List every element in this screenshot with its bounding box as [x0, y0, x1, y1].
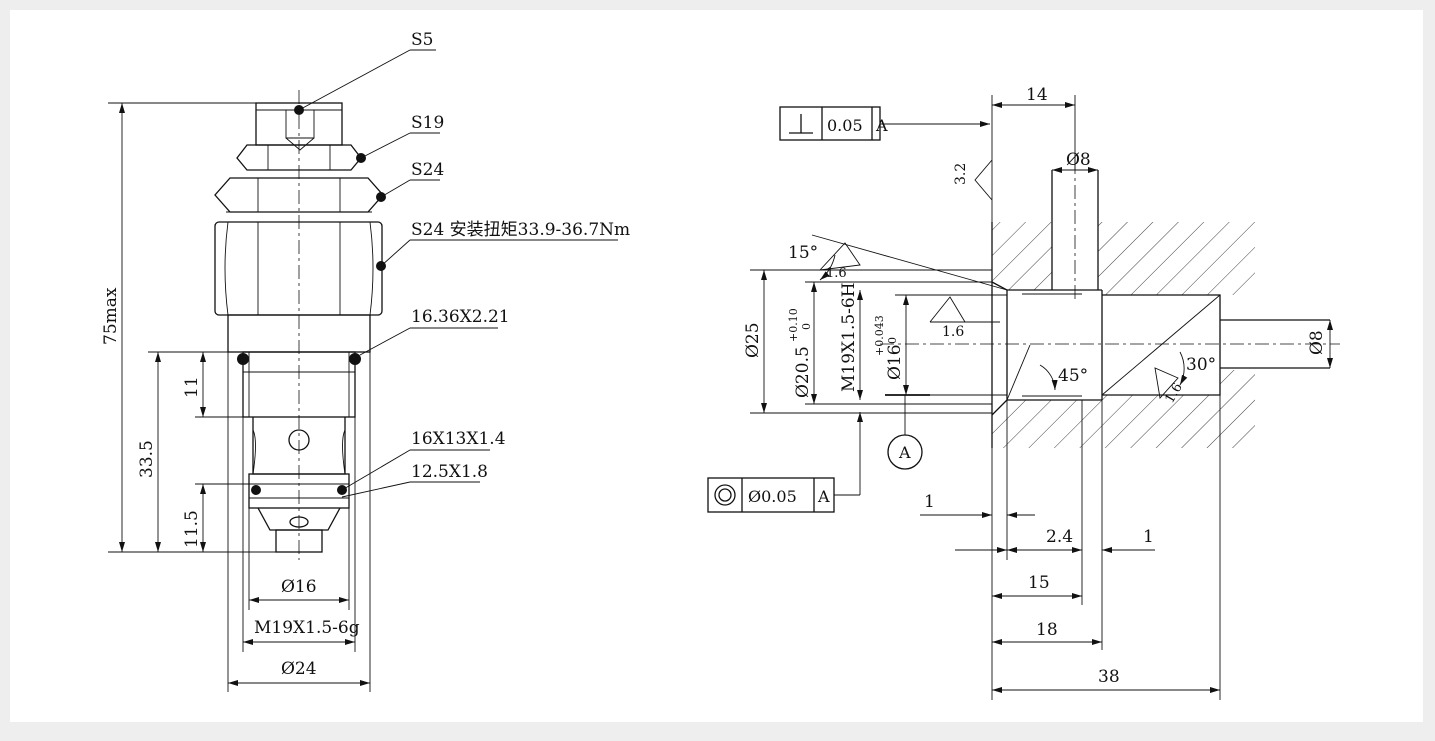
dim-14: 14	[1026, 85, 1048, 105]
callout-oring-16x13: 16X13X1.4	[411, 429, 506, 449]
callout-s5: S5	[411, 30, 433, 50]
tol-16-upper: +0.043	[873, 315, 886, 356]
valve-dimensions: 75max 33.5 11 11.5 Ø16 M19X1.5-6g Ø24	[101, 102, 371, 692]
dim-75max: 75max	[101, 287, 121, 345]
dim-15: 15	[1028, 573, 1050, 593]
dim-dia25: Ø25	[743, 322, 763, 358]
cavity-section	[880, 160, 1340, 448]
datum-a-label: A	[898, 443, 911, 462]
dim-dia8-top: Ø8	[1066, 150, 1091, 170]
roughness-3-2: 3.2	[953, 163, 969, 185]
dim-dia24: Ø24	[281, 659, 317, 679]
dim-thread-6h: M19X1.5-6H	[839, 282, 859, 392]
callout-s24-locknut: S24	[411, 160, 444, 180]
dim-38: 38	[1098, 667, 1120, 687]
dim-2-4: 2.4	[1046, 527, 1073, 547]
roughness-bore: 1.6	[942, 324, 964, 340]
datum-a-bubble	[887, 434, 923, 470]
fcf-perpendicularity	[779, 106, 881, 141]
tol-20-5-lower: 0	[800, 323, 813, 330]
fcf-conc-datum: A	[817, 487, 830, 506]
dim-11: 11	[182, 376, 202, 398]
dim-1-right: 1	[1143, 527, 1154, 547]
dim-dia8-right: Ø8	[1307, 330, 1327, 355]
dim-dia20-5: Ø20.5	[793, 346, 813, 398]
cavity-annotations: 0.05 A 3.2 14 Ø8 15° 1.6 Ø25 Ø20.5 +0.10…	[707, 85, 1333, 700]
callout-s19: S19	[411, 113, 444, 133]
dim-dia16-bore: Ø16	[885, 344, 905, 380]
dim-dia16: Ø16	[281, 577, 317, 597]
fcf-conc-tolerance: Ø0.05	[748, 487, 797, 506]
dim-11-5: 11.5	[182, 510, 202, 548]
dim-33-5: 33.5	[137, 440, 157, 478]
fcf-perp-datum: A	[875, 116, 888, 135]
dim-thread-6g: M19X1.5-6g	[254, 618, 360, 638]
callout-oring-12-5: 12.5X1.8	[411, 462, 488, 482]
fcf-perp-tolerance: 0.05	[827, 116, 863, 135]
tol-16-lower: 0	[886, 337, 899, 344]
dim-1-left: 1	[924, 492, 935, 512]
dim-angle-45: 45°	[1058, 366, 1088, 386]
roughness-chamfer: 1.6	[826, 266, 847, 281]
dim-angle-15: 15°	[788, 243, 818, 263]
dim-18: 18	[1036, 620, 1058, 640]
valve-drawing	[214, 90, 384, 560]
dim-angle-30: 30°	[1186, 355, 1216, 375]
tol-20-5-upper: +0.10	[787, 308, 800, 342]
callout-oring-16-36: 16.36X2.21	[411, 307, 510, 327]
callout-s24-torque: S24 安装扭矩33.9-36.7Nm	[411, 220, 630, 240]
valve-callouts: S5 S19 S24 S24 安装扭矩33.9-36.7Nm 16.36X2.2…	[294, 30, 630, 498]
